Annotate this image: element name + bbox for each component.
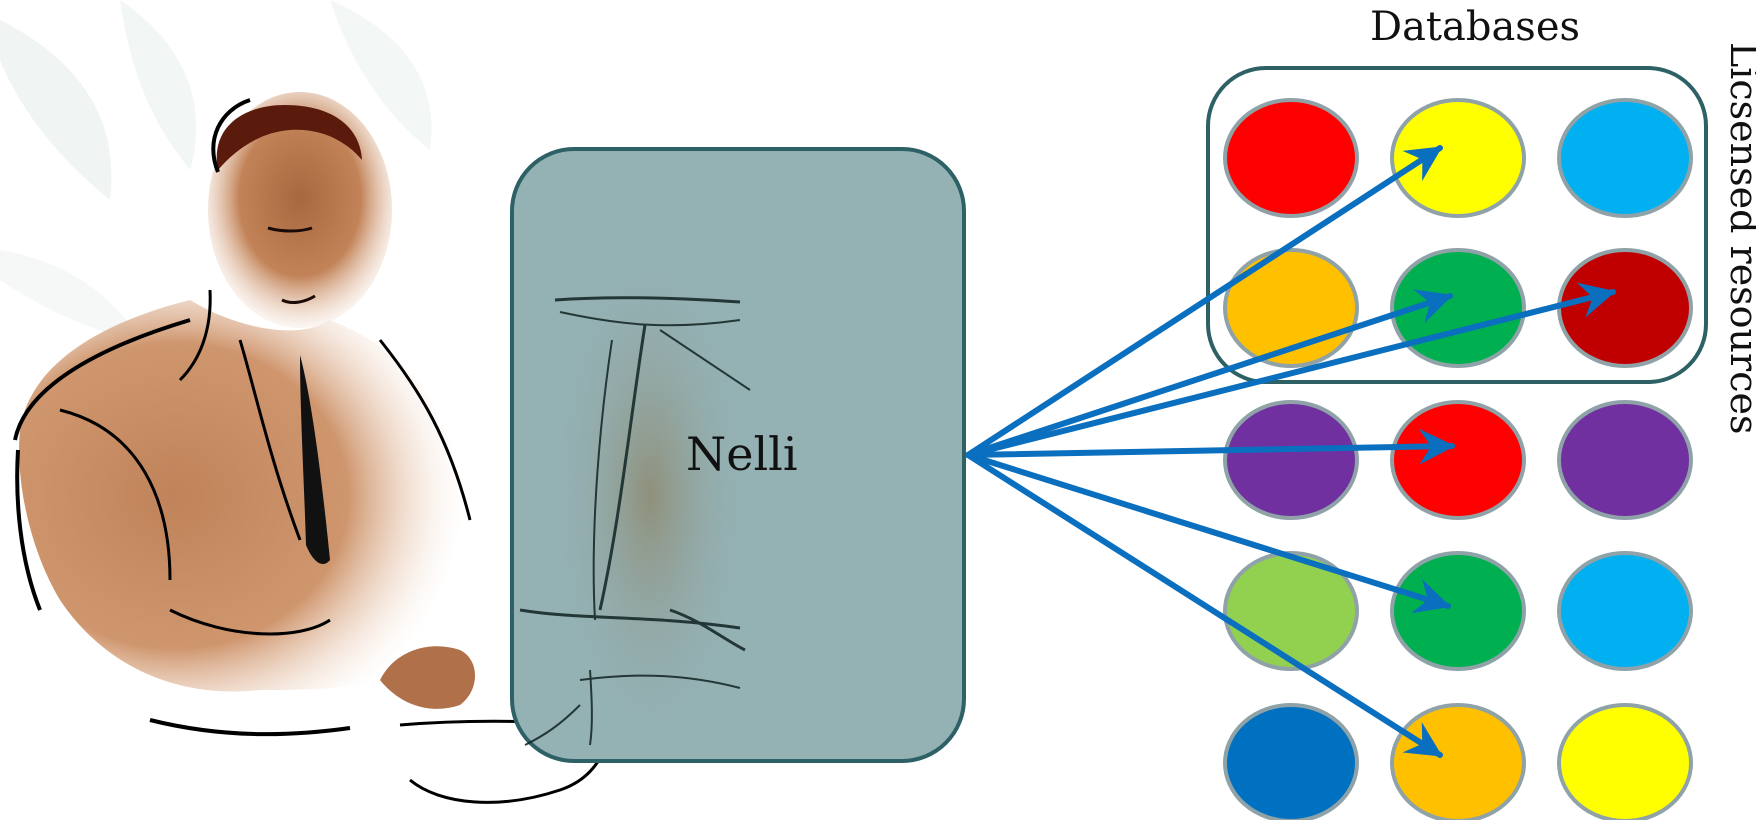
- database-circle: [1557, 551, 1693, 671]
- databases-title: Databases: [1370, 4, 1581, 50]
- computer-sketch: [519, 265, 751, 746]
- connection-arrow: [965, 145, 1443, 458]
- database-circle: [1390, 551, 1526, 671]
- database-circle: [1223, 400, 1359, 520]
- connection-arrows: [965, 145, 1616, 758]
- proxy-label: Nelli: [686, 427, 798, 481]
- background-leaf-watermark: [0, 0, 432, 340]
- database-circle: [1223, 98, 1359, 218]
- database-grid: [1223, 98, 1693, 820]
- database-circle: [1390, 400, 1526, 520]
- connection-arrow: [965, 452, 1451, 614]
- connection-arrow: [965, 452, 1443, 758]
- connection-arrow: [965, 289, 1453, 458]
- database-circle: [1557, 703, 1693, 820]
- database-circle: [1390, 703, 1526, 820]
- database-circle: [1557, 98, 1693, 218]
- connection-arrow: [965, 428, 1455, 465]
- licensed-resources-group: [1206, 66, 1708, 384]
- connection-arrow: [965, 282, 1616, 458]
- database-circle: [1390, 98, 1526, 218]
- database-circle: [1557, 248, 1693, 368]
- licensed-resources-label: Licsensed resources: [1722, 42, 1756, 435]
- database-circle: [1557, 400, 1693, 520]
- database-circle: [1223, 703, 1359, 820]
